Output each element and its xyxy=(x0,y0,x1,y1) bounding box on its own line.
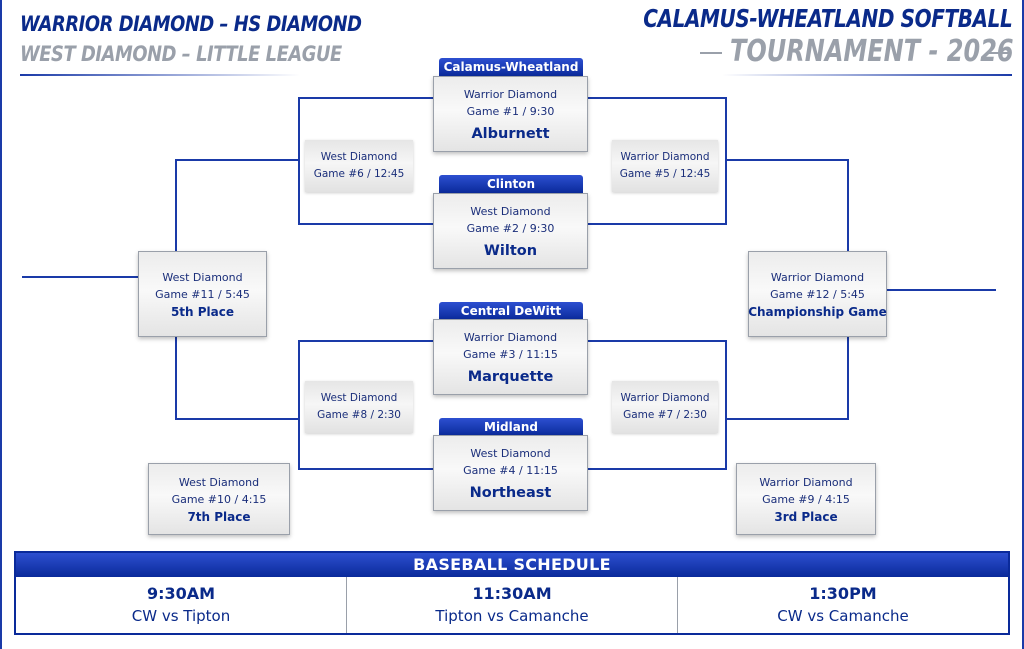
schedule-item[interactable]: 1:30PM CW vs Camanche xyxy=(678,577,1008,633)
game-9-label: 3rd Place xyxy=(774,510,838,524)
tournament-subtitle: TOURNAMENT - 2026 xyxy=(730,34,1014,69)
game-4-team: Northeast xyxy=(469,485,552,501)
diamond-assignment-line-1: WARRIOR DIAMOND – HS DIAMOND xyxy=(20,12,362,36)
game-4-venue: West Diamond xyxy=(470,447,551,460)
right-border xyxy=(1022,0,1024,649)
baseball-schedule-row: 9:30AM CW vs Tipton 11:30AM Tipton vs Ca… xyxy=(16,577,1008,633)
game-8-time: Game #8 / 2:30 xyxy=(317,409,401,421)
game-8-box[interactable]: West Diamond Game #8 / 2:30 xyxy=(305,381,413,433)
game-10-venue: West Diamond xyxy=(178,476,260,489)
bracket-line-g11-g8 xyxy=(175,337,299,420)
team-tab-midland: Midland xyxy=(439,418,583,436)
game-6-venue: West Diamond xyxy=(320,151,398,163)
game-11-time: Game #11 / 5:45 xyxy=(155,288,250,301)
game-1-team: Alburnett xyxy=(471,126,550,142)
game-6-time: Game #6 / 12:45 xyxy=(313,168,405,180)
game-10-label: 7th Place xyxy=(187,510,251,524)
bracket-line-g3-g4-left xyxy=(298,340,433,470)
game-12-time: Game #12 / 5:45 xyxy=(770,288,865,301)
game-10-time: Game #10 / 4:15 xyxy=(171,493,267,506)
schedule-time: 11:30AM xyxy=(472,584,552,603)
bracket-line-g5-g12 xyxy=(726,159,849,251)
game-1-venue: Warrior Diamond xyxy=(463,88,558,101)
game-11-box[interactable]: West Diamond Game #11 / 5:45 5th Place xyxy=(138,251,267,337)
game-4-time: Game #4 / 11:15 xyxy=(463,464,558,477)
schedule-time: 1:30PM xyxy=(809,584,877,603)
game-7-box[interactable]: Warrior Diamond Game #7 / 2:30 xyxy=(612,381,718,433)
game-5-box[interactable]: Warrior Diamond Game #5 / 12:45 xyxy=(612,140,718,192)
game-7-venue: Warrior Diamond xyxy=(620,392,710,404)
game-12-box[interactable]: Warrior Diamond Game #12 / 5:45 Champion… xyxy=(748,251,887,337)
title-dash-right xyxy=(988,52,1010,54)
game-12-venue: Warrior Diamond xyxy=(770,271,865,284)
schedule-time: 9:30AM xyxy=(146,584,216,603)
game-2-team: Wilton xyxy=(483,243,538,259)
game-3-time: Game #3 / 11:15 xyxy=(463,348,558,361)
header-left-rule xyxy=(20,74,300,76)
diamond-assignment-line-2: WEST DIAMOND – LITTLE LEAGUE xyxy=(20,42,342,66)
game-3-team: Marquette xyxy=(467,369,554,385)
tournament-title: CALAMUS-WHEATLAND SOFTBALL xyxy=(642,4,1012,33)
game-9-time: Game #9 / 4:15 xyxy=(762,493,850,506)
game-5-time: Game #5 / 12:45 xyxy=(619,168,711,180)
game-8-venue: West Diamond xyxy=(320,392,398,404)
game-11-label: 5th Place xyxy=(170,305,235,319)
game-12-label: Championship Game xyxy=(748,305,887,319)
game-7-time: Game #7 / 2:30 xyxy=(623,409,707,421)
game-2-box[interactable]: West Diamond Game #2 / 9:30 Wilton xyxy=(433,193,588,269)
game-2-time: Game #2 / 9:30 xyxy=(466,222,555,235)
schedule-item[interactable]: 9:30AM CW vs Tipton xyxy=(16,577,347,633)
game-6-box[interactable]: West Diamond Game #6 / 12:45 xyxy=(305,140,413,192)
game-9-box[interactable]: Warrior Diamond Game #9 / 4:15 3rd Place xyxy=(736,463,876,535)
game-2-venue: West Diamond xyxy=(470,205,551,218)
game-5-venue: Warrior Diamond xyxy=(620,151,710,163)
bracket-line-g3-g4-right xyxy=(588,340,727,470)
game-4-box[interactable]: West Diamond Game #4 / 11:15 Northeast xyxy=(433,435,588,511)
schedule-match: CW vs Tipton xyxy=(131,607,231,625)
bracket-line-g6-g11 xyxy=(175,159,299,251)
bracket-line-g12-g7 xyxy=(726,337,849,420)
baseball-schedule-title: BASEBALL SCHEDULE xyxy=(16,553,1008,577)
game-9-venue: Warrior Diamond xyxy=(759,476,853,489)
game-1-box[interactable]: Warrior Diamond Game #1 / 9:30 Alburnett xyxy=(433,76,588,152)
baseball-schedule: BASEBALL SCHEDULE 9:30AM CW vs Tipton 11… xyxy=(14,551,1010,635)
game-1-time: Game #1 / 9:30 xyxy=(466,105,555,118)
left-border xyxy=(0,0,2,649)
schedule-item[interactable]: 11:30AM Tipton vs Camanche xyxy=(347,577,678,633)
title-dash-left xyxy=(700,52,722,54)
team-tab-calamus: Calamus-Wheatland xyxy=(439,58,583,76)
schedule-match: CW vs Camanche xyxy=(777,607,909,625)
header-right-rule xyxy=(722,74,1012,76)
game-11-venue: West Diamond xyxy=(162,271,243,284)
game-10-box[interactable]: West Diamond Game #10 / 4:15 7th Place xyxy=(148,463,290,535)
game-3-venue: Warrior Diamond xyxy=(463,331,558,344)
team-tab-clinton: Clinton xyxy=(439,175,583,193)
game-3-box[interactable]: Warrior Diamond Game #3 / 11:15 Marquett… xyxy=(433,319,588,395)
schedule-match: Tipton vs Camanche xyxy=(435,607,589,625)
team-tab-central-dewitt: Central DeWitt xyxy=(439,302,583,320)
